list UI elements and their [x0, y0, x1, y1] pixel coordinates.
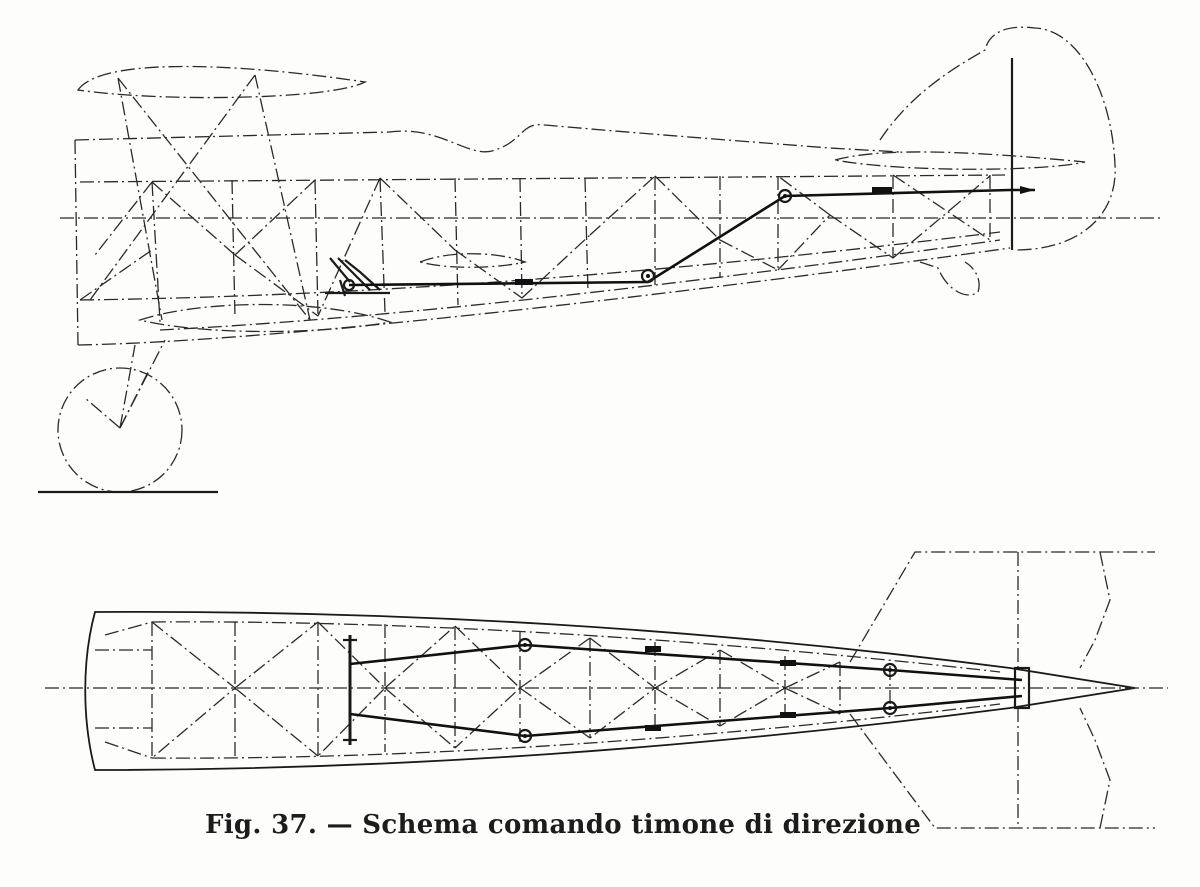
side-view: [38, 26, 1160, 494]
fuselage-frames: [151, 175, 991, 323]
fuselage-bottom-outline: [77, 247, 1011, 346]
fuselage-bracing: [79, 174, 991, 317]
cable-turnbuckle: [780, 660, 796, 666]
rudder-horn-attachment: [1020, 186, 1035, 194]
pulley: [882, 700, 898, 716]
rudder-control-cable: [348, 188, 1035, 287]
cable-turnbuckle: [780, 712, 796, 718]
fin-and-rudder: [879, 26, 1116, 251]
upper-longeron: [79, 174, 1006, 183]
cable-turnbuckle: [515, 279, 533, 285]
rudder-bar-mechanism: [325, 257, 390, 297]
plan-cable-lower: [349, 694, 1023, 738]
cable-turnbuckle: [872, 187, 892, 193]
lower-wing: [137, 303, 393, 333]
lower-longeron: [79, 231, 1001, 301]
plan-inner-outline: [151, 621, 1001, 759]
plan-fuselage-bracing: [95, 621, 841, 759]
plan-fuselage-outline: [84, 610, 1136, 771]
fuselage-nose: [74, 139, 79, 346]
pulley: [640, 268, 656, 284]
landing-wheel: [57, 367, 183, 493]
plan-view: [45, 551, 1168, 829]
figure-number: Fig. 37.: [205, 810, 318, 840]
plan-tail-post: [1013, 666, 1031, 710]
plan-horizontal-tail: [849, 551, 1155, 829]
upper-wing: [76, 65, 368, 99]
fuselage-belly-line: [159, 239, 1001, 331]
cable-turnbuckle: [645, 725, 661, 731]
cable-turnbuckle: [645, 646, 661, 652]
pulley: [882, 662, 898, 678]
figure-title: Schema comando timone di direzione: [362, 810, 922, 840]
figure-caption: Fig. 37. — Schema comando timone di dire…: [205, 810, 921, 840]
pulley: [517, 637, 533, 653]
plan-cable-upper: [349, 643, 1023, 682]
fuselage-top-outline: [74, 124, 901, 153]
tail-skid: [919, 261, 980, 296]
interplane-struts: [89, 74, 311, 321]
pulley: [777, 188, 793, 204]
pulley: [517, 728, 533, 744]
caption-separator: —: [326, 810, 353, 840]
cockpit-seat: [417, 253, 528, 268]
tailplane: [834, 151, 1086, 170]
wheel-spokes: [84, 371, 149, 429]
